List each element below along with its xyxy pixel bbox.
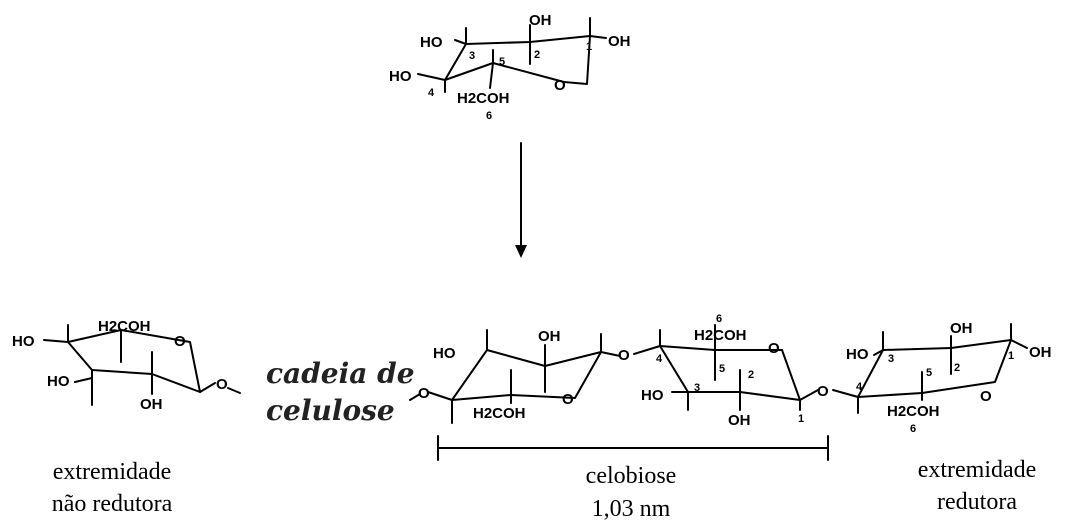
glucose-molecule: HO 3 OH 2 1 OH 5 HO 4 H2COH 6 O <box>389 12 631 122</box>
center-caption-line1: celobiose <box>586 463 677 489</box>
cellobiose-r1-link-o: O <box>418 385 430 402</box>
cellobiose-r2-num-4: 4 <box>656 353 663 365</box>
right-num-1: 1 <box>1008 350 1014 362</box>
glucose-ring-o: O <box>554 77 566 94</box>
chain-label-line1: cadeia de <box>266 357 415 390</box>
glucose-num-3: 3 <box>469 50 475 62</box>
cellobiose-r2-h2coh: H2COH <box>694 327 747 344</box>
left-link-o: O <box>216 376 228 393</box>
cellobiose-r2-ring-o: O <box>768 340 780 357</box>
glucose-num-5: 5 <box>499 56 505 68</box>
cellobiose-r2-num-5: 5 <box>719 363 725 375</box>
left-ho-top: HO <box>12 333 35 350</box>
right-num-4: 4 <box>856 381 863 393</box>
glucose-oh-2: OH <box>529 12 552 29</box>
chain-label-line2: celulose <box>266 394 395 427</box>
cellobiose-r1-ho: HO <box>433 345 456 362</box>
glucose-ho-3: HO <box>420 34 443 51</box>
cellobiose-ring-1: O HO OH H2COH O <box>409 328 621 424</box>
cellobiose-r2-num-2: 2 <box>748 369 754 381</box>
reaction-arrow <box>515 142 527 258</box>
left-oh: OH <box>140 396 163 413</box>
right-oh-2: OH <box>950 320 973 337</box>
right-num-5: 5 <box>926 367 932 379</box>
cellobiose-r2-num-1: 1 <box>798 413 804 425</box>
right-num-6: 6 <box>910 423 916 435</box>
left-caption-line1: extremidade <box>53 459 172 485</box>
glucose-num-1: 1 <box>586 41 592 53</box>
bridge-bond <box>633 345 661 355</box>
glucose-num-6: 6 <box>486 110 492 122</box>
center-caption-line2: 1,03 nm <box>592 496 671 522</box>
right-num-2: 2 <box>954 362 960 374</box>
glucose-oh-1: OH <box>608 33 631 50</box>
glucose-ho-4: HO <box>389 68 412 85</box>
right-oh-1: OH <box>1029 344 1052 361</box>
right-ring-o: O <box>980 388 992 405</box>
cellobiose-r2-num-6: 6 <box>716 313 722 325</box>
left-ho-bottom: HO <box>47 373 70 390</box>
glucose-num-2: 2 <box>534 49 540 61</box>
glucose-num-4: 4 <box>428 87 435 99</box>
cellobiose-bridge-o-2: O <box>817 383 829 400</box>
right-caption-line2: redutora <box>937 489 1017 515</box>
cellobiose-r1-h2coh: H2COH <box>473 405 526 422</box>
cellobiose-r2-ho: HO <box>641 387 664 404</box>
right-ho-3: HO <box>846 346 869 363</box>
cellobiose-r1-oh: OH <box>538 328 561 345</box>
cellobiose-ring-2: 6 H2COH 4 5 3 2 1 HO OH O <box>641 313 819 429</box>
glucose-h2coh: H2COH <box>457 90 510 107</box>
right-h2coh: H2COH <box>887 403 940 420</box>
non-reducing-end-unit: HO H2COH O HO OH O <box>12 318 241 413</box>
left-ring-o: O <box>174 333 186 350</box>
cellobiose-r2-num-3: 3 <box>694 382 700 394</box>
left-h2coh: H2COH <box>98 318 151 335</box>
reducing-end-unit: HO 3 OH 2 1 OH 4 5 H2COH 6 O <box>846 320 1052 435</box>
cellobiose-r2-oh: OH <box>728 412 751 429</box>
right-caption-line1: extremidade <box>918 457 1037 483</box>
cellobiose-r1-ring-o: O <box>562 391 574 408</box>
cellobiose-bridge-o: O <box>618 347 630 364</box>
right-num-3: 3 <box>888 353 894 365</box>
left-caption-line2: não redutora <box>52 491 173 517</box>
bridge-bond-2 <box>832 389 859 398</box>
cellobiose-length-bracket <box>437 435 829 461</box>
